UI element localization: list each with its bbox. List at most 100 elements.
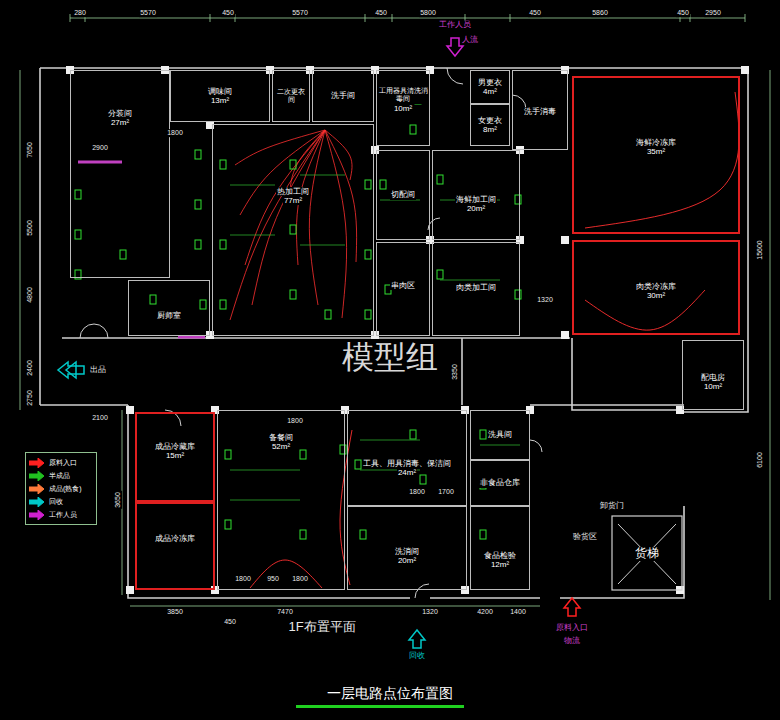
room-box: 二次更衣间 — [272, 70, 310, 122]
dimension-text: 3850 — [166, 608, 184, 616]
dimension-tick — [510, 14, 511, 22]
callout-leader — [230, 470, 300, 471]
room-name: 女更衣 — [477, 116, 503, 125]
callout-leader — [480, 445, 520, 446]
room-name: 货梯 — [634, 547, 660, 561]
room-area: 20m² — [397, 556, 417, 565]
cold-room-box: 成品冷冻库 — [135, 502, 215, 590]
flow-label: 出品 — [89, 366, 107, 375]
outlet-symbol — [365, 250, 371, 259]
outlet-symbol — [290, 290, 296, 299]
legend-text: 成品(熟食) — [49, 484, 82, 494]
room-name: 厨师室 — [156, 311, 182, 320]
room-area: 52m² — [271, 442, 291, 451]
outlet-symbol — [480, 430, 486, 439]
dimension-text: 1800 — [408, 488, 426, 496]
recycle-flow-arrow — [409, 630, 425, 648]
legend-arrow — [29, 497, 44, 507]
column-square — [126, 406, 134, 414]
outlet-symbol — [410, 430, 416, 439]
room-name: 二次更衣间 — [273, 88, 309, 105]
dimension-text: 6100 — [756, 451, 764, 469]
room-name: 食品检验 — [483, 551, 517, 560]
dimension-text: 1800 — [286, 417, 304, 425]
room-area: 24m² — [397, 468, 417, 477]
outlet-symbol — [290, 160, 296, 169]
elevator-cross — [618, 524, 676, 584]
cold-room-box: 成品冷藏库15m² — [135, 412, 215, 502]
room-name: 工具、用具消毒、保洁间 — [362, 459, 452, 468]
outlet-symbol — [300, 450, 306, 459]
dimension-tick — [392, 14, 393, 22]
room-box: 洗具间 — [470, 410, 530, 460]
electric-wire — [240, 130, 325, 215]
dimension-text: 1700 — [437, 488, 455, 496]
column-square — [561, 331, 569, 339]
legend-arrow — [29, 458, 44, 468]
column-square — [126, 586, 134, 594]
dimension-text: 1400 — [509, 608, 527, 616]
area-label: 验货区 — [572, 533, 598, 542]
outlet-symbol — [75, 190, 81, 199]
dimension-text: 1800 — [291, 575, 309, 583]
outlet-symbol — [120, 250, 126, 259]
dimension-text: 4200 — [476, 608, 494, 616]
dimension-text: 5570 — [139, 9, 157, 17]
dimension-text: 3350 — [451, 363, 459, 381]
dimension-text: 950 — [266, 575, 280, 583]
room-area: 77m² — [283, 196, 303, 205]
outlet-symbol — [200, 300, 206, 309]
material-flow-arrow — [564, 598, 580, 616]
watermark: 模型组 — [341, 340, 439, 375]
wall-line — [62, 337, 570, 339]
callout-leader — [380, 200, 420, 201]
area-label: 卸货门 — [599, 502, 625, 511]
dimension-text: 4800 — [26, 286, 34, 304]
electric-wire — [585, 92, 739, 228]
outlet-symbol — [220, 300, 226, 309]
electric-wire — [585, 290, 705, 330]
electric-wire — [325, 130, 357, 262]
wall-line — [461, 338, 463, 405]
title-underline — [296, 705, 464, 708]
dimension-text: 450 — [528, 9, 542, 17]
room-area: 30m² — [646, 291, 666, 300]
room-name: 调味间 — [207, 87, 233, 96]
callout-leader — [230, 235, 275, 236]
legend-text: 工作人员 — [49, 510, 77, 520]
flow-label: 工作人员 — [438, 21, 472, 30]
wall-line — [572, 338, 680, 410]
dimension-text: 280 — [73, 9, 87, 17]
room-area: 35m² — [646, 147, 666, 156]
dimension-text: 5570 — [291, 9, 309, 17]
legend-arrow — [29, 510, 44, 520]
dimension-text: 1800 — [166, 129, 184, 137]
electric-wire — [252, 130, 325, 305]
outlet-symbol — [195, 200, 201, 209]
legend-arrow-swatch — [29, 484, 45, 494]
column-square — [371, 331, 379, 339]
electric-wire — [230, 130, 325, 320]
room-area: 27m² — [110, 118, 130, 127]
room-box: 切配间 — [376, 150, 430, 240]
room-area: 10m² — [703, 382, 723, 391]
legend-text: 半成品 — [49, 471, 70, 481]
dimension-text: 7650 — [26, 141, 34, 159]
room-box: 洗消间20m² — [347, 506, 467, 590]
room-box: 备餐间52m² — [217, 410, 345, 590]
room-name: 切配间 — [390, 190, 416, 199]
room-box: 工用器具清洗消毒间10m² — [376, 70, 430, 146]
door-swing — [80, 324, 94, 338]
legend-text: 原料入口 — [49, 458, 77, 468]
dimension-text: 5500 — [26, 219, 34, 237]
legend-arrow-swatch — [29, 510, 45, 520]
legend-arrow-swatch — [29, 497, 45, 507]
room-area: 8m² — [482, 125, 498, 134]
dimension-text: 1320 — [421, 608, 439, 616]
dimension-tick — [210, 14, 211, 22]
cold-room-box: 肉类冷冻库30m² — [572, 240, 740, 335]
room-area: 20m² — [466, 204, 486, 213]
room-box: 厨师室 — [128, 280, 210, 336]
room-name: 肉类冷冻库 — [635, 282, 677, 291]
room-box: 男更衣4m² — [470, 70, 510, 104]
